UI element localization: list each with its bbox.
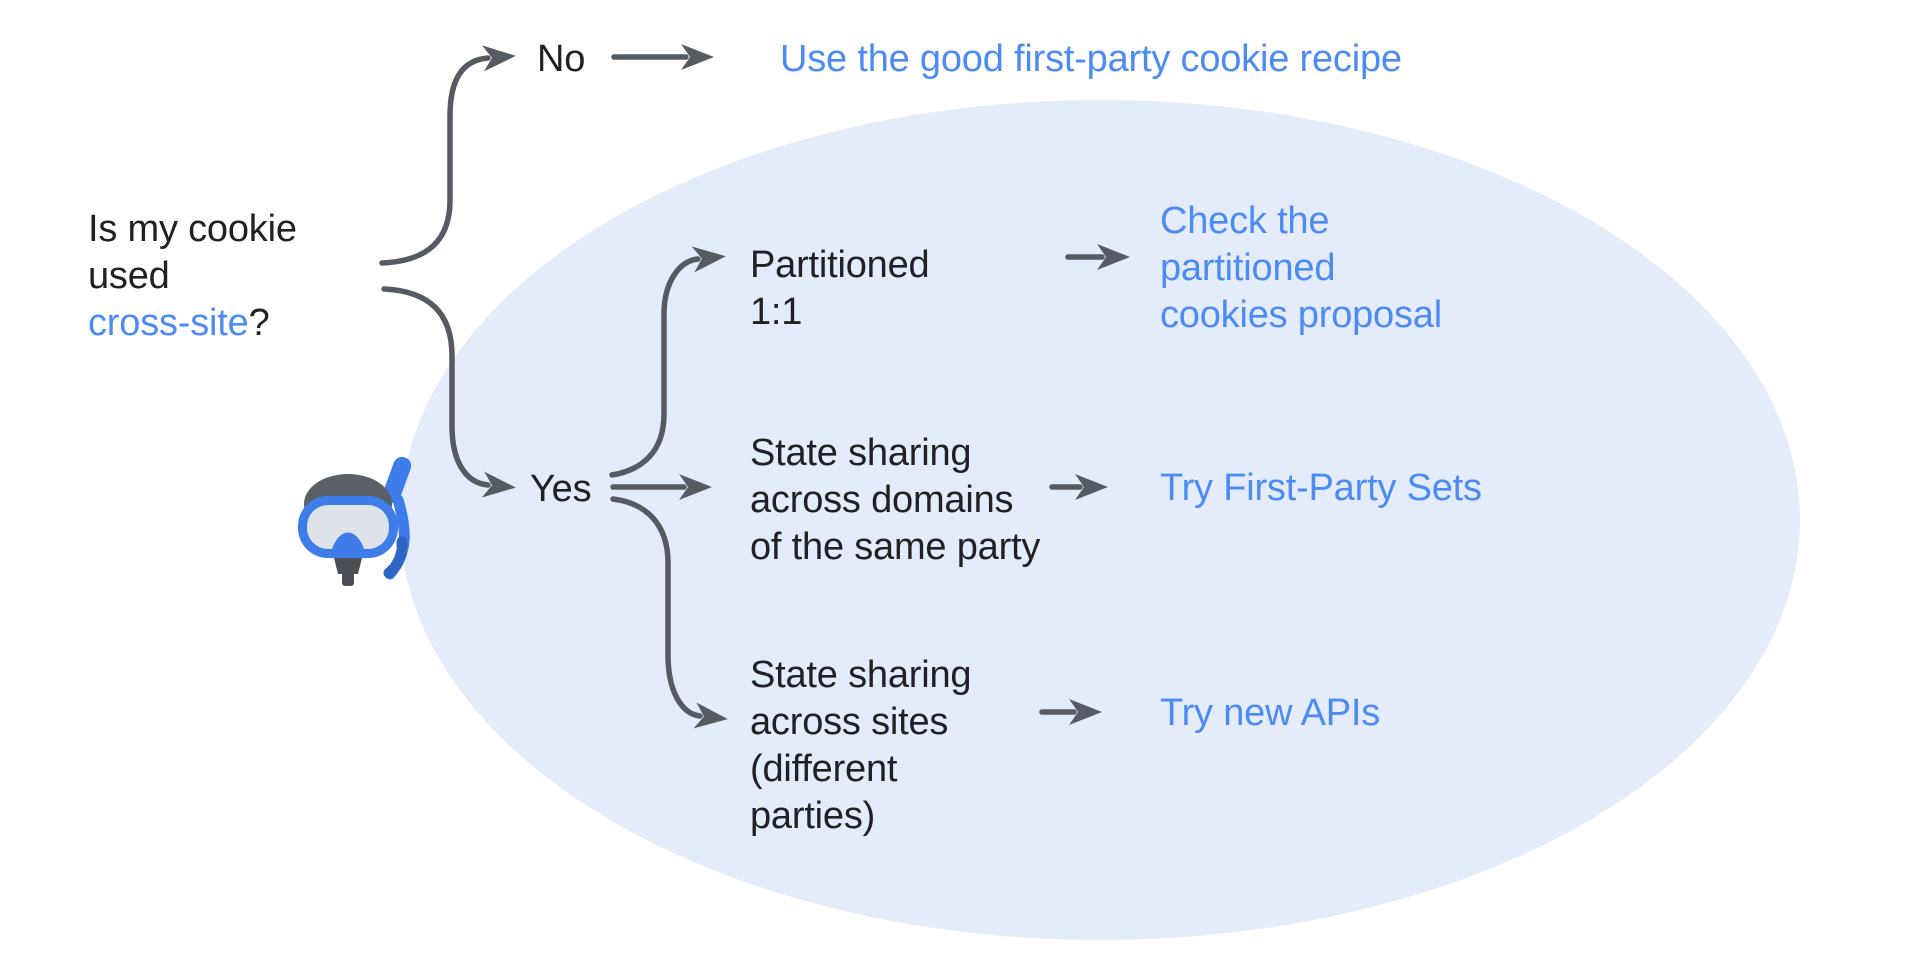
result-line[interactable]: Check the <box>1160 200 1330 242</box>
condition-line: of the same party <box>750 526 1041 568</box>
cross-site-link[interactable]: cross-site <box>88 302 249 344</box>
branch-no-label: No <box>537 38 586 80</box>
domains-result-link[interactable]: Try First-Party Sets <box>1160 465 1482 512</box>
condition-line: Partitioned <box>750 244 930 286</box>
result-line[interactable]: cookies proposal <box>1160 294 1442 336</box>
condition-partitioned: Partitioned 1:1 <box>750 242 930 336</box>
condition-line: across sites <box>750 701 949 743</box>
sites-result-link[interactable]: Try new APIs <box>1160 690 1380 737</box>
condition-line: parties) <box>750 795 876 837</box>
question: Is my cookie used cross-site? <box>88 206 297 347</box>
condition-line: State sharing <box>750 654 972 696</box>
question-line: used <box>88 255 170 297</box>
condition-line: (different <box>750 748 898 790</box>
result-line[interactable]: partitioned <box>1160 247 1336 289</box>
partitioned-result-link[interactable]: Check the partitioned cookies proposal <box>1160 198 1442 339</box>
result-line[interactable]: Try First-Party Sets <box>1160 467 1482 509</box>
condition-line: across domains <box>750 479 1014 521</box>
question-line: cross-site? <box>88 300 297 347</box>
no-result-link[interactable]: Use the good first-party cookie recipe <box>780 38 1402 80</box>
diving-mask-icon <box>298 456 412 586</box>
condition-sites: State sharing across sites (different pa… <box>750 652 972 840</box>
result-line[interactable]: Try new APIs <box>1160 692 1381 734</box>
branch-yes-label: Yes <box>530 468 592 510</box>
condition-line: State sharing <box>750 432 972 474</box>
yes-group-background <box>400 100 1800 940</box>
condition-line: 1:1 <box>750 291 803 333</box>
question-line: Is my cookie <box>88 208 297 250</box>
question-suffix: ? <box>248 302 270 344</box>
condition-domains: State sharing across domains of the same… <box>750 430 1040 571</box>
arrow-question-to-no <box>379 45 516 266</box>
